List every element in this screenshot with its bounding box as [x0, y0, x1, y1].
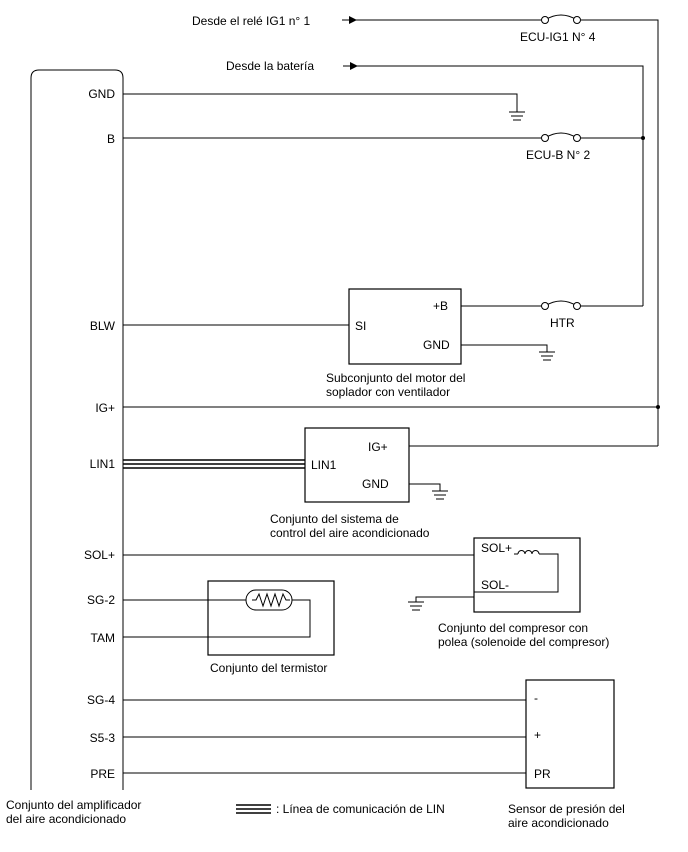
compressor: SOL+ SOL- Conjunto del compresor con pol… [123, 537, 609, 649]
ground-icon [432, 490, 448, 500]
control-label-line2: control del aire acondicionado [270, 526, 430, 540]
solenoid-coil-icon [517, 550, 540, 555]
pin-b: B [107, 132, 115, 146]
pin-blw: BLW [90, 319, 116, 333]
pin-gnd: GND [88, 87, 115, 101]
lin-legend-label: : Línea de comunicación de LIN [276, 802, 445, 816]
compressor-pin-sol-minus: SOL- [481, 578, 509, 592]
gnd-wire [123, 93, 525, 121]
control-pin-lin1: LIN1 [311, 458, 337, 472]
fuse-htr: HTR [541, 300, 581, 330]
blower-pin-gnd: GND [423, 338, 450, 352]
thermistor: Conjunto del termistor [123, 580, 335, 675]
ground-icon [408, 601, 424, 611]
pressure-label-line1: Sensor de presión del [508, 802, 625, 816]
arrow-icon [349, 16, 357, 24]
control-pin-gnd: GND [362, 477, 389, 491]
compressor-pin-sol-plus: SOL+ [481, 541, 512, 555]
ig1-relay-source: Desde el relé IG1 n° 1 [192, 14, 659, 446]
b-wire [123, 136, 645, 140]
pin-pre: PRE [90, 767, 115, 781]
fuse-ecu-ig1: ECU-IG1 N° 4 [520, 14, 596, 44]
ig-wire [123, 405, 660, 409]
pressure-pin-minus: - [534, 691, 538, 705]
pressure-sensor: - + PR Sensor de presión del aire acondi… [123, 679, 625, 830]
pin-sol: SOL+ [84, 548, 115, 562]
blower-motor: SI +B GND Subconjunto del motor del sopl… [123, 288, 643, 399]
legend: : Línea de comunicación de LIN [236, 802, 445, 816]
control-pin-ig: IG+ [368, 440, 388, 454]
battery-label: Desde la batería [226, 59, 314, 73]
compressor-label-line2: polea (solenoide del compresor) [438, 635, 609, 649]
amplifier-label-line1: Conjunto del amplificador [6, 798, 141, 812]
blower-label-line1: Subconjunto del motor del [326, 371, 465, 385]
pin-sg2: SG-2 [87, 593, 115, 607]
blower-pin-si: SI [355, 319, 366, 333]
amplifier-assembly: Conjunto del amplificador del aire acond… [6, 69, 141, 826]
pin-sg4: SG-4 [87, 693, 115, 707]
fuse-ecu-b: ECU-B N° 2 [526, 132, 590, 162]
blower-label-line2: soplador con ventilador [326, 385, 450, 399]
compressor-label-line1: Conjunto del compresor con [438, 621, 588, 635]
ac-control-system: LIN1 IG+ GND Conjunto del sistema de con… [123, 427, 658, 540]
ig1-relay-label: Desde el relé IG1 n° 1 [192, 14, 311, 28]
arrow-icon [350, 62, 358, 70]
ground-icon [509, 111, 525, 121]
junction-dot [641, 136, 645, 140]
pin-s53: S5-3 [90, 731, 116, 745]
blower-pin-b: +B [433, 299, 448, 313]
lin-legend-symbol [236, 804, 271, 814]
junction-dot [656, 405, 660, 409]
fuse-ecu-ig1-label: ECU-IG1 N° 4 [520, 30, 596, 44]
ground-icon [539, 351, 555, 361]
pin-ig: IG+ [95, 401, 115, 415]
battery-source: Desde la batería [226, 59, 644, 306]
thermistor-resistor-icon [245, 589, 293, 611]
amplifier-pins: GND B BLW IG+ LIN1 SOL+ SG-2 TAM SG-4 S5… [84, 87, 116, 781]
pin-lin1: LIN1 [90, 457, 116, 471]
pressure-pin-plus: + [534, 728, 541, 742]
pin-tam: TAM [91, 631, 115, 645]
amplifier-label-line2: del aire acondicionado [6, 812, 126, 826]
pressure-label-line2: aire acondicionado [508, 816, 609, 830]
fuse-htr-label: HTR [550, 316, 575, 330]
pressure-pin-pr: PR [534, 767, 551, 781]
fuse-ecu-b-label: ECU-B N° 2 [526, 148, 590, 162]
lin-bus-wire [123, 459, 305, 469]
thermistor-label: Conjunto del termistor [210, 661, 327, 675]
control-label-line1: Conjunto del sistema de [270, 512, 399, 526]
